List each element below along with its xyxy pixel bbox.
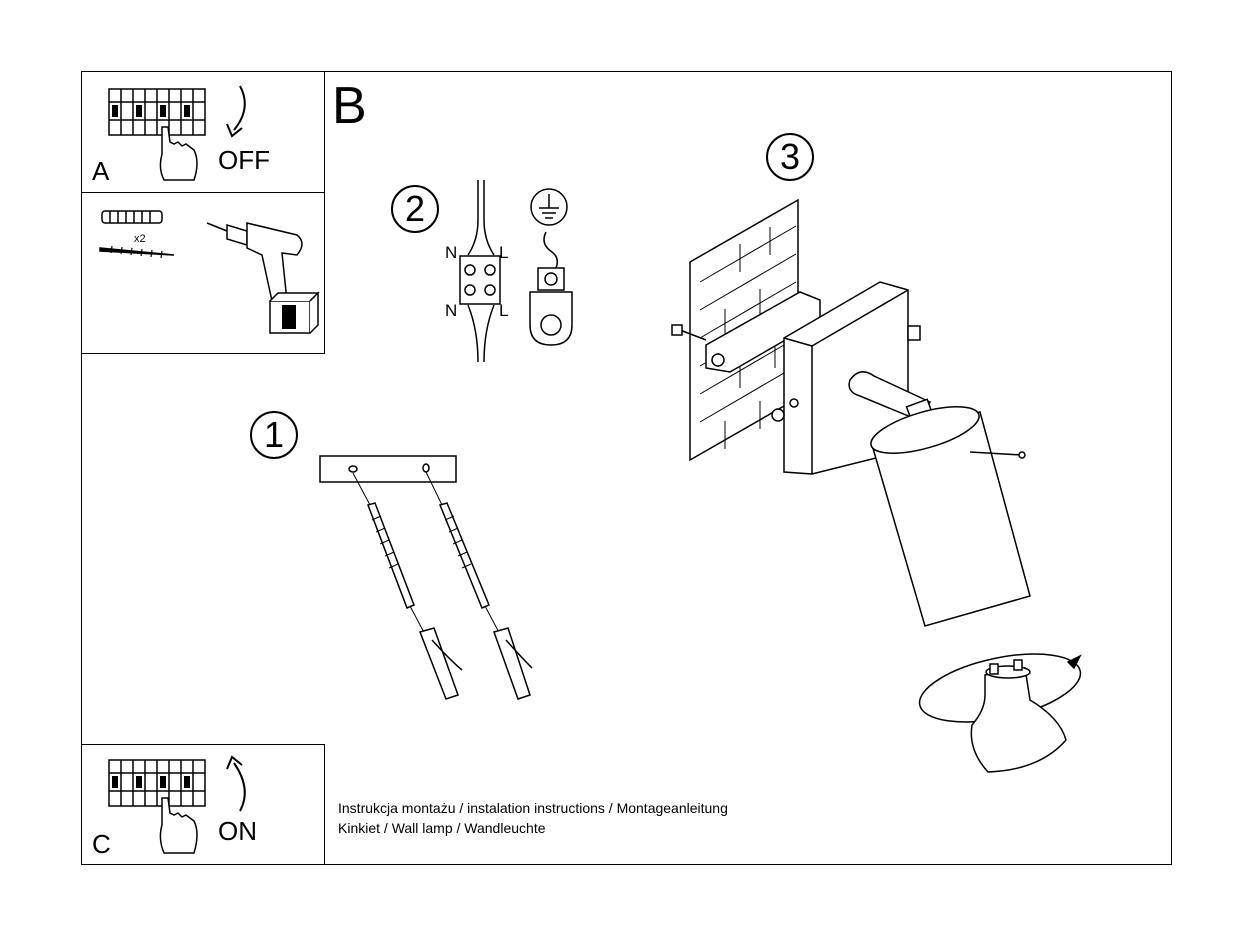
caption-subtitle: Kinkiet / Wall lamp / Wandleuchte (338, 820, 546, 836)
drill-icon (206, 222, 320, 334)
screw-right (438, 502, 490, 609)
step-1-badge: 1 (250, 411, 298, 459)
panel-tools: x2 (81, 192, 325, 354)
caption-title: Instrukcja montażu / instalation instruc… (338, 800, 728, 816)
breaker-box-icon (108, 85, 246, 181)
rotation-arrow-icon (1066, 654, 1082, 670)
step-2-badge: 2 (391, 185, 439, 233)
screw-left (367, 502, 415, 609)
arrow-up-icon (233, 762, 246, 812)
neutral-top-label: N (445, 243, 458, 262)
ground-terminal (537, 267, 565, 291)
off-label: OFF (218, 145, 270, 175)
neutral-bottom-label: N (445, 301, 458, 320)
ground-symbol-icon (530, 188, 568, 226)
anchor-right (493, 627, 531, 700)
panel-c-power-on: C ON (81, 744, 325, 865)
instruction-sheet-frame (81, 71, 1172, 865)
screw-icon (103, 245, 173, 259)
arrow-down-icon (233, 85, 246, 131)
ground-bracket (529, 291, 573, 346)
breaker-box-icon (108, 755, 246, 854)
panel-c-letter: C (92, 829, 111, 859)
panel-b-letter: B (332, 77, 367, 135)
live-bottom-label: L (499, 301, 509, 320)
anchor-left (419, 627, 459, 700)
on-label: ON (218, 816, 257, 846)
gu10-bulb (970, 667, 1067, 773)
panel-a-letter: A (92, 156, 110, 186)
live-top-label: L (499, 243, 509, 262)
quantity-label: x2 (134, 233, 146, 245)
step-3-badge: 3 (766, 133, 814, 181)
